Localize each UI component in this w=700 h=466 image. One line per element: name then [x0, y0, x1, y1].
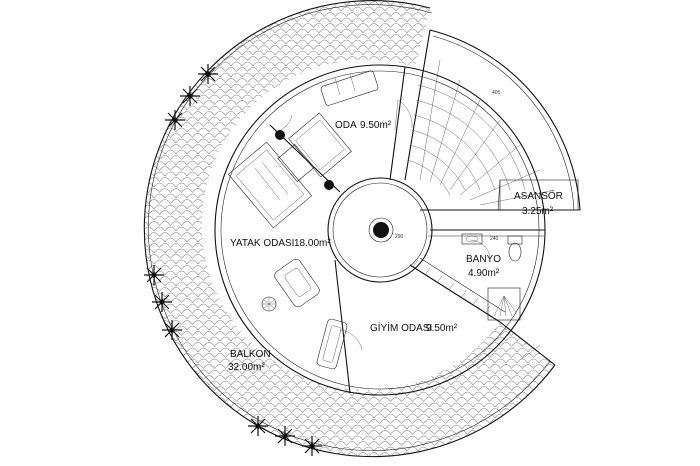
- dim-banyo-width: 240: [490, 236, 499, 242]
- room-area-giyim: 9.50m²: [426, 323, 458, 334]
- stair-treads: [419, 59, 556, 206]
- balcony-outer-edge: [143, 0, 556, 458]
- chair-giyim-icon: [316, 318, 348, 370]
- central-column-ring: [368, 217, 394, 243]
- room-name-balkon: BALKON: [230, 349, 271, 360]
- shower-icon: [487, 287, 521, 321]
- chair-yatak-icon: [274, 258, 320, 308]
- room-name-oda: ODA: [335, 120, 357, 131]
- nightstand-icon: [275, 130, 334, 190]
- dim-top-arc: 405: [492, 90, 501, 96]
- balcony-floor: [144, 0, 555, 457]
- couch-oda-icon: [320, 70, 379, 106]
- dim-core-note: 290: [395, 234, 404, 240]
- wall-giyim-banyo-2: [419, 257, 506, 313]
- stair-outer-wall-2: [432, 35, 575, 211]
- room-area-asansor: 3.25m²: [522, 206, 554, 217]
- balcony-outer-edge-2: [148, 4, 551, 451]
- sink-icon: [461, 233, 483, 245]
- room-name-yatak: YATAK ODASI: [230, 238, 294, 249]
- wall-oda-top: [389, 66, 406, 181]
- room-area-yatak: 18.00m²: [294, 238, 331, 249]
- room-name-giyim: GİYİM ODASI: [370, 321, 432, 334]
- room-name-banyo: BANYO: [466, 254, 501, 265]
- bed-icon: [227, 141, 313, 229]
- palm-tree-icon: [144, 64, 322, 456]
- balcony-railing: [519, 344, 541, 361]
- central-column: [373, 222, 389, 238]
- stair-divider: [497, 179, 501, 211]
- banyo-partition-hatch: [412, 259, 491, 314]
- room-name-asansor: ASANSÖR: [514, 190, 563, 202]
- room-area-oda: 9.50m²: [360, 120, 392, 131]
- plant-icon: [261, 296, 277, 312]
- toilet-icon: [507, 235, 523, 262]
- wall-yatak-giyim: [334, 259, 351, 394]
- wall-giyim-banyo: [409, 264, 501, 323]
- stair-top-wall: [404, 29, 431, 181]
- elevator-shaft: [499, 179, 579, 211]
- balcony-end-wall: [499, 321, 556, 366]
- stair-outer-wall: [429, 29, 581, 211]
- room-area-banyo: 4.90m²: [468, 268, 500, 279]
- central-core-inner: [332, 182, 428, 278]
- sofa-icon: [288, 112, 352, 178]
- room-area-balkon: 32.00m²: [228, 362, 265, 373]
